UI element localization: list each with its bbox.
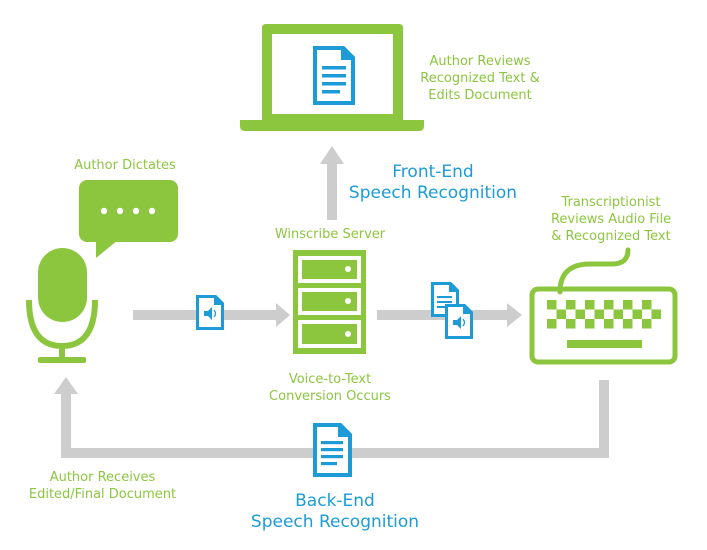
author-dictates-label: Author Dictates — [74, 158, 176, 173]
speech-bubble-icon — [79, 180, 178, 258]
document-and-audio-icon — [431, 282, 473, 339]
keyboard-key — [547, 300, 557, 310]
keyboard-key — [604, 319, 614, 329]
keyboard-key — [613, 309, 623, 319]
audio-file-icon — [196, 295, 224, 330]
keyboard-key — [594, 309, 604, 319]
microphone-icon — [26, 248, 98, 363]
keyboard-key — [632, 309, 642, 319]
document-icon — [313, 423, 352, 477]
keyboard-key — [642, 319, 652, 329]
keyboard-key — [585, 300, 595, 310]
keyboard-key — [566, 300, 576, 310]
server-caption: Voice-to-Text Conversion Occurs — [269, 372, 391, 404]
keyboard-key — [547, 319, 557, 329]
front-end-label: Front-End Speech Recognition — [348, 162, 518, 203]
keyboard-key — [604, 300, 614, 310]
keyboard-icon — [529, 247, 678, 365]
audio-file-icon — [445, 304, 473, 339]
keyboard-key — [556, 309, 566, 319]
server-icon — [293, 250, 366, 354]
keyboard-keys — [547, 300, 661, 329]
keyboard-key — [623, 319, 633, 329]
keyboard-key — [566, 319, 576, 329]
back-end-label: Back-End Speech Recognition — [250, 491, 420, 532]
keyboard-key — [642, 300, 652, 310]
author-receives-label: Author Receives Edited/Final Document — [28, 470, 177, 502]
transcriptionist-label: Transcriptionist Reviews Audio File & Re… — [550, 195, 672, 244]
keyboard-key — [623, 300, 633, 310]
laptop-icon — [240, 24, 424, 131]
arrow-server-to-laptop — [320, 146, 344, 220]
document-icon — [313, 46, 355, 105]
keyboard-key — [651, 309, 661, 319]
keyboard-key — [585, 319, 595, 329]
winscribe-server-label: Winscribe Server — [274, 227, 386, 242]
author-reviews-label: Author Reviews Recognized Text & Edits D… — [420, 54, 540, 103]
keyboard-key — [575, 309, 585, 319]
